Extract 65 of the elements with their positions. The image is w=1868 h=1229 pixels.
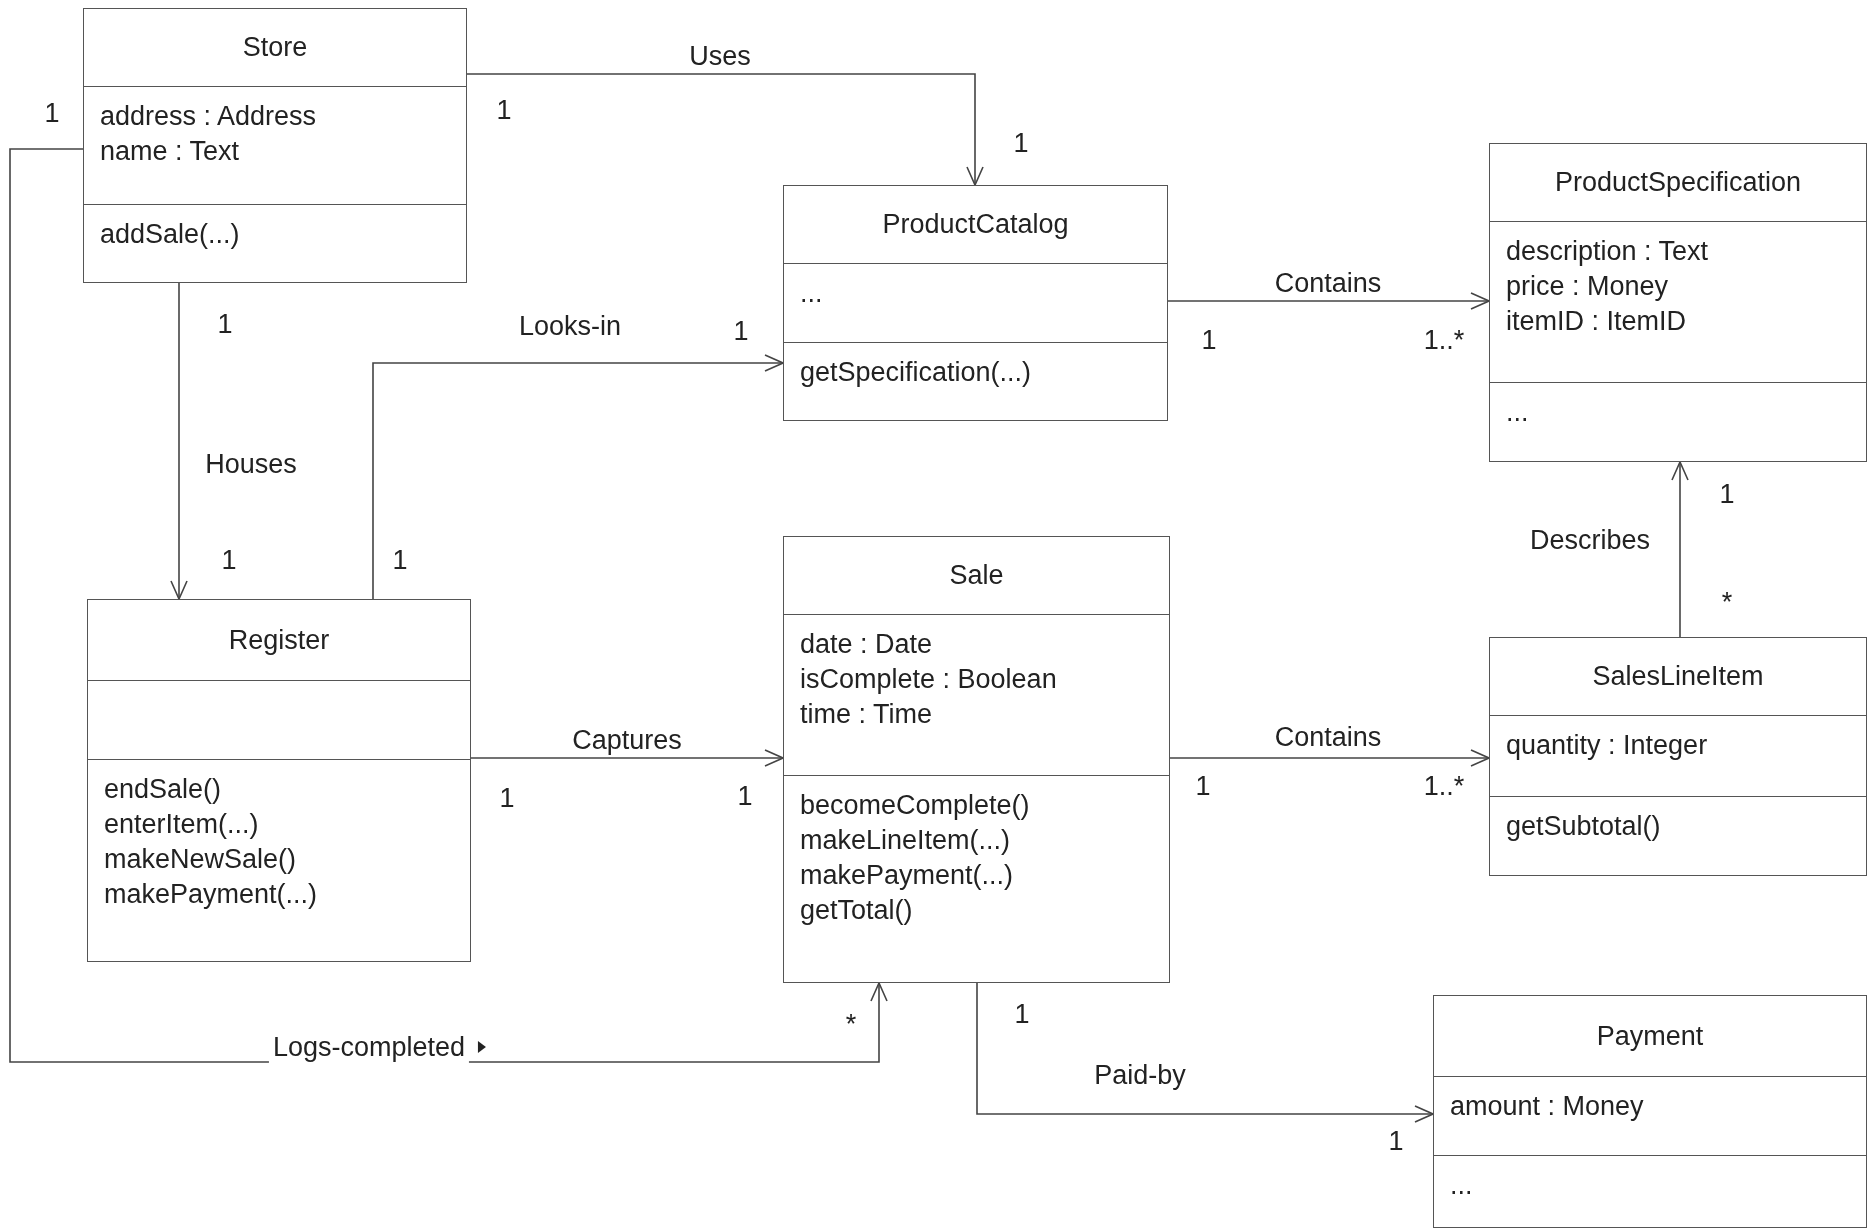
multiplicity: 1 — [1719, 479, 1735, 509]
association-line — [1671, 461, 1689, 638]
class-name: ProductSpecification — [1554, 166, 1802, 199]
class-box — [1489, 143, 1867, 462]
association-line — [470, 749, 784, 767]
multiplicity: 1 — [737, 781, 753, 811]
class-member: getTotal() — [800, 894, 914, 927]
class-box — [1433, 995, 1867, 1228]
class-member: endSale() — [104, 773, 223, 806]
class-name: ProductCatalog — [882, 208, 1069, 241]
association-line — [466, 73, 984, 186]
class-member: ... — [800, 277, 824, 310]
class-member: enterItem(...) — [104, 808, 260, 841]
multiplicity: * — [845, 1009, 857, 1039]
multiplicity: 1 — [496, 95, 512, 125]
multiplicity: 1 — [217, 309, 233, 339]
association-line — [170, 282, 188, 600]
class-member: ... — [1450, 1169, 1474, 1202]
multiplicity: 1 — [1013, 128, 1029, 158]
class-member: makeNewSale() — [104, 843, 298, 876]
class-box — [87, 599, 471, 962]
association-line — [1167, 292, 1490, 310]
class-member: getSubtotal() — [1506, 810, 1662, 843]
multiplicity: 1 — [499, 783, 515, 813]
association-line — [1169, 749, 1490, 767]
class-name: Store — [242, 31, 308, 64]
class-member: makePayment(...) — [800, 859, 1015, 892]
multiplicity: 1 — [1014, 999, 1030, 1029]
class-member: address : Address — [100, 100, 318, 133]
association-line — [372, 354, 784, 600]
class-name: Payment — [1596, 1019, 1704, 1053]
multiplicity: 1 — [44, 98, 60, 128]
class-member: price : Money — [1506, 270, 1670, 303]
multiplicity: 1 — [221, 545, 237, 575]
multiplicity: 1 — [1195, 771, 1211, 801]
multiplicity: 1 — [1201, 325, 1217, 355]
class-name: Sale — [949, 559, 1004, 592]
class-box — [1489, 637, 1867, 876]
class-member: getSpecification(...) — [800, 356, 1033, 389]
class-member: addSale(...) — [100, 218, 241, 251]
multiplicity: 1 — [1388, 1126, 1404, 1156]
class-member: makePayment(...) — [104, 878, 319, 911]
multiplicity: 1 — [733, 316, 749, 346]
class-member: becomeComplete() — [800, 789, 1031, 822]
class-box — [783, 185, 1168, 421]
association-line — [9, 148, 888, 1063]
multiplicity: 1..* — [1423, 771, 1465, 801]
class-member: quantity : Integer — [1506, 729, 1709, 762]
class-member: time : Time — [800, 698, 934, 731]
class-box — [783, 536, 1170, 983]
class-name: SalesLineItem — [1592, 660, 1764, 693]
class-member: ... — [1506, 396, 1530, 429]
class-member: description : Text — [1506, 235, 1710, 268]
class-member: amount : Money — [1450, 1090, 1645, 1123]
class-box — [83, 8, 467, 283]
class-member: name : Text — [100, 135, 241, 168]
class-member: date : Date — [800, 628, 934, 661]
multiplicity: 1 — [392, 545, 408, 575]
association-line — [976, 982, 1434, 1123]
class-name: Register — [228, 623, 330, 657]
class-member: itemID : ItemID — [1506, 305, 1688, 338]
class-member: isComplete : Boolean — [800, 663, 1058, 696]
multiplicity: * — [1721, 587, 1733, 617]
class-member: makeLineItem(...) — [800, 824, 1012, 857]
multiplicity: 1..* — [1423, 325, 1465, 355]
